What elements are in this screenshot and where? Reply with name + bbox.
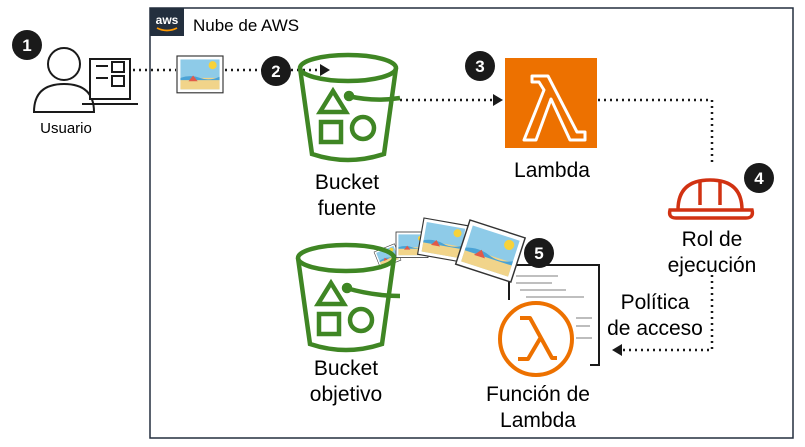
cloud-title: Nube de AWS bbox=[193, 16, 299, 35]
source-bucket-icon bbox=[297, 52, 401, 163]
lambda-label: Lambda bbox=[514, 159, 590, 182]
user-label: Usuario bbox=[40, 120, 92, 137]
lambda-function-label-2: Lambda bbox=[500, 409, 576, 432]
svg-text:2: 2 bbox=[271, 62, 280, 81]
svg-text:3: 3 bbox=[475, 57, 484, 76]
resized-photos bbox=[373, 217, 526, 283]
arrow-heads bbox=[320, 64, 622, 356]
source-bucket-label-1: Bucket bbox=[315, 171, 379, 194]
step-badge-5: 5 bbox=[524, 238, 554, 268]
user-icon bbox=[32, 47, 138, 113]
execution-role-label-2: ejecución bbox=[668, 254, 757, 277]
access-policy-label-1: Política bbox=[621, 291, 690, 314]
source-bucket-label-2: fuente bbox=[318, 197, 376, 220]
aws-cloud-border bbox=[149, 7, 794, 439]
step-badge-3: 3 bbox=[465, 51, 495, 81]
policy-document-icon bbox=[508, 264, 600, 366]
lambda-service-icon bbox=[505, 58, 597, 148]
access-policy-label-2: de acceso bbox=[607, 317, 703, 340]
svg-text:5: 5 bbox=[534, 244, 543, 263]
step-badge-2: 2 bbox=[261, 56, 291, 86]
step-badge-1: 1 bbox=[12, 30, 42, 60]
target-bucket-icon bbox=[295, 242, 401, 353]
lambda-function-label-1: Función de bbox=[486, 383, 590, 406]
aws-logo-text: aws bbox=[156, 13, 179, 27]
flow-arrows bbox=[133, 68, 714, 352]
svg-text:1: 1 bbox=[22, 36, 31, 55]
svg-text:4: 4 bbox=[754, 169, 764, 188]
lambda-function-icon bbox=[498, 301, 574, 377]
aws-logo-smile bbox=[156, 27, 178, 32]
target-bucket-label-2: objetivo bbox=[310, 383, 382, 406]
upload-photo-icon bbox=[176, 55, 224, 94]
step-badge-4: 4 bbox=[744, 163, 774, 193]
execution-role-label-1: Rol de bbox=[682, 228, 743, 251]
target-bucket-label-1: Bucket bbox=[314, 357, 378, 380]
hard-hat-icon bbox=[667, 178, 755, 220]
